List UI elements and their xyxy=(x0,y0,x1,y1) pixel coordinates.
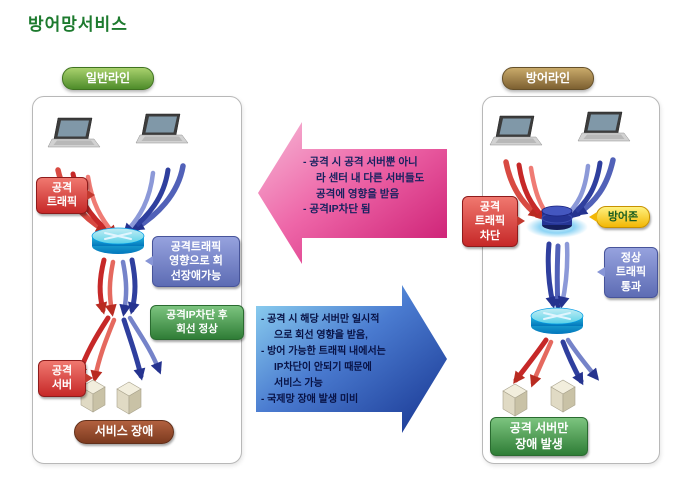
attack-server-only-failure-label: 공격 서버만 장애 발생 xyxy=(490,417,588,457)
callout-line: - 국제망 장애 발생 미비 xyxy=(261,394,359,405)
callout-right-text: - 공격 시 해당 서버만 일시적 으로 회선 영향을 받음, - 방어 가능한… xyxy=(261,312,402,408)
defense-line-header: 방어라인 xyxy=(502,67,594,90)
traffic-impact-label: 공격트래픽 영향으로 회 선장애가능 xyxy=(145,236,240,287)
callout-line: 으로 회선 영향을 받음, xyxy=(274,330,368,341)
callout-line: 공격에 영향을 받음 xyxy=(316,187,400,200)
normal-traffic-pass-label: 정상 트래픽 통과 xyxy=(597,247,658,298)
callout-line: 서비스 가능 xyxy=(274,378,323,389)
callout-line: IP차단이 안되기 때문에 xyxy=(274,362,372,373)
normal-line-header: 일반라인 xyxy=(62,67,154,90)
attack-traffic-label: 공격 트래픽 xyxy=(36,177,95,214)
defense-zone-label: 방어존 xyxy=(589,206,650,229)
callout-line: - 방어 가능한 트래픽 내에서는 xyxy=(261,346,386,357)
callout-line: - 공격IP차단 됨 xyxy=(303,203,371,216)
attack-server-label: 공격 서버 xyxy=(38,360,93,397)
callout-left-text: - 공격 시 공격 서버뿐 아니 라 센터 내 다른 서버들도 공격에 영향을 … xyxy=(303,155,447,218)
callout-line: - 공격 시 공격 서버뿐 아니 xyxy=(303,156,418,168)
service-failure-label: 서비스 장애 xyxy=(74,420,174,444)
callout-line: 라 센터 내 다른 서버들도 xyxy=(316,171,425,184)
callout-line: - 공격 시 해당 서버만 일시적 xyxy=(261,314,380,325)
attack-traffic-block-label: 공격 트래픽 차단 xyxy=(462,196,525,247)
page-title: 방어망서비스 xyxy=(28,15,128,34)
ip-block-result-label: 공격IP차단 후 회선 정상 xyxy=(150,305,244,341)
